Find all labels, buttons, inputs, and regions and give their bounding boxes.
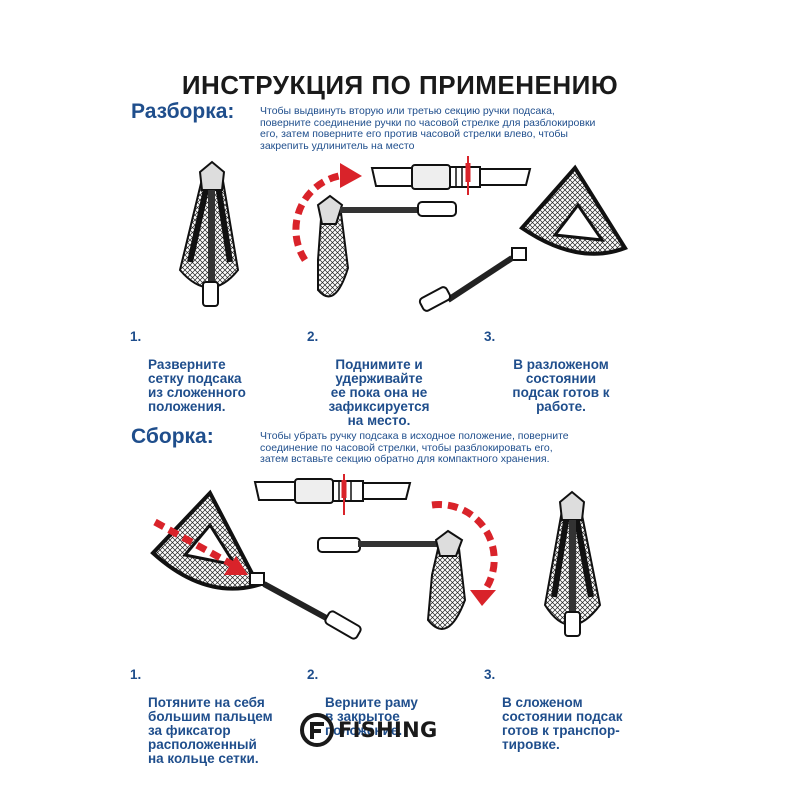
step-number: 3. (484, 667, 496, 682)
fishing-brand-logo-icon (300, 713, 334, 747)
step-number: 2. (307, 667, 319, 682)
step-text: В сложеном состоянии подсак готов к тран… (502, 695, 623, 752)
step-number: 3. (484, 329, 496, 344)
disassembly-description: Чтобы выдвинуть вторую или третью секцию… (260, 105, 596, 152)
assembly-step-1: 1. Потяните на себя большим пальцем за ф… (130, 668, 290, 780)
disassembly-step-3: 3. В разложеном состоянии подсак готов к… (484, 330, 624, 428)
opened-net-illustration-3 (418, 164, 628, 312)
step-text: Разверните сетку подсака из сложенного п… (148, 357, 246, 414)
disassembly-step-1: 1. Разверните сетку подсака из сложенног… (130, 330, 280, 428)
step-number: 1. (130, 329, 142, 344)
assembly-heading: Сборка: (131, 425, 214, 448)
step-text: Верните раму в закрытое положение. (325, 695, 418, 738)
step-text: В разложеном состоянии подсак готов к ра… (512, 357, 610, 414)
folded-net-illustration-1 (178, 160, 240, 307)
step-text: Потяните на себя большим пальцем за фикс… (148, 695, 273, 766)
page-title: ИНСТРУКЦИЯ ПО ПРИМЕНЕНИЮ (181, 70, 619, 100)
step-text: Поднимите и удерживайте ее пока она не з… (328, 357, 430, 428)
release-latch-illustration-1 (150, 489, 362, 640)
step-number: 1. (130, 667, 142, 682)
disassembly-step-2: 2. Поднимите и удерживайте ее пока она н… (307, 330, 437, 442)
step-number: 2. (307, 329, 319, 344)
brand-name: FISHING (338, 718, 438, 742)
handle-joint-detail-top (370, 156, 532, 195)
disassembly-heading: Разборка: (131, 100, 235, 123)
assembly-step-3: 3. В сложеном состоянии подсак готов к т… (484, 668, 634, 766)
brand-logo: FISHING (300, 713, 438, 747)
assembly-step-2: 2. Верните раму в закрытое положение. (307, 668, 437, 752)
assembly-description: Чтобы убрать ручку подсака в исходное по… (260, 430, 569, 465)
handle-joint-detail-bottom (253, 474, 412, 515)
close-frame-illustration-2 (317, 501, 498, 630)
folded-net-illustration-3 (543, 490, 602, 637)
lift-net-illustration-2 (292, 163, 457, 298)
